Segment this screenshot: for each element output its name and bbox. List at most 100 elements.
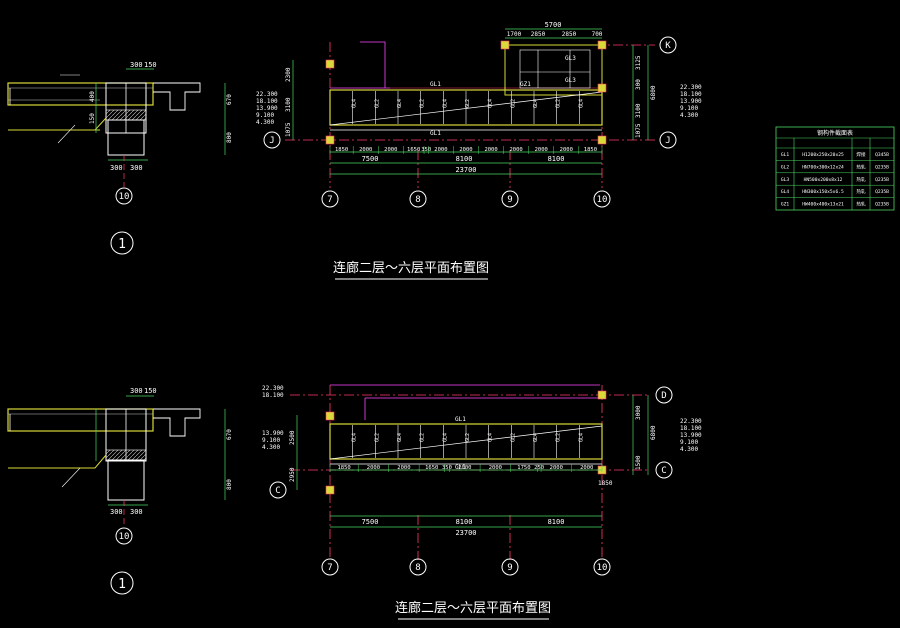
elevation: 13.900 bbox=[262, 430, 284, 437]
dim-text: 670 bbox=[226, 429, 233, 440]
right-dim: 1500 bbox=[635, 455, 642, 470]
dim-text: 300 bbox=[130, 61, 143, 69]
right-dim: 1075 bbox=[635, 123, 642, 138]
segment-dim: 2000 bbox=[560, 147, 573, 153]
plan-title: 连廊二层～六层平面布置图 bbox=[333, 260, 489, 276]
joist-label: GL4 bbox=[533, 433, 539, 442]
elevation: 18.100 bbox=[256, 98, 278, 105]
elevation-list-left: 22.300 18.100 13.900 9.100 4.300 bbox=[256, 91, 278, 126]
axis-bubble-9 bbox=[501, 190, 519, 208]
joist-label: GL2 bbox=[374, 433, 380, 442]
top-dim: 700 bbox=[592, 31, 603, 38]
elevation: 22.300 bbox=[680, 418, 702, 425]
segment-dim: 350 bbox=[421, 147, 431, 153]
segment-dim: 2000 bbox=[367, 465, 380, 471]
segment-dim: 1850 bbox=[337, 465, 350, 471]
column bbox=[597, 390, 607, 400]
detail-marker bbox=[110, 571, 134, 595]
table-cell: GL3 bbox=[781, 177, 790, 183]
dim-text: 800 bbox=[226, 479, 233, 490]
corridor-slab bbox=[329, 89, 603, 126]
stair-frame bbox=[519, 49, 591, 89]
dim-text: 300 bbox=[130, 508, 143, 516]
axis-bubble-D bbox=[655, 386, 673, 404]
stair-bay bbox=[504, 44, 603, 96]
elevation: 22.300 bbox=[680, 84, 702, 91]
beam-line bbox=[360, 41, 386, 88]
dim-text: 400 bbox=[89, 91, 96, 102]
dim-text: 150 bbox=[144, 61, 157, 69]
span-dim: 8100 bbox=[548, 518, 565, 526]
beam-label: GL3 bbox=[565, 55, 576, 62]
table-cell: H1200x250x20x25 bbox=[802, 152, 844, 158]
beam-label: GL1 bbox=[430, 81, 441, 88]
joist-label: GL4 bbox=[533, 99, 539, 108]
axis-label: 7 bbox=[327, 563, 332, 573]
joist-label: GL4 bbox=[488, 99, 494, 108]
segment-dim: 2000 bbox=[384, 147, 397, 153]
slab-outline bbox=[7, 82, 154, 106]
joist-label: GL4 bbox=[578, 433, 584, 442]
elevation: 13.900 bbox=[256, 105, 278, 112]
joist-label: GL2 bbox=[465, 433, 471, 442]
segment-dim: 2000 bbox=[434, 147, 447, 153]
segment-dim: 2000 bbox=[489, 465, 502, 471]
segment-dim: 1650 bbox=[425, 465, 438, 471]
axis-label: 10 bbox=[597, 563, 608, 573]
right-total-dim: 6800 bbox=[650, 85, 657, 100]
table-cell: 热轧 bbox=[856, 188, 866, 195]
elevation: 22.300 bbox=[256, 91, 278, 98]
axis-bubble-10 bbox=[593, 558, 611, 576]
axis-bubble-K bbox=[659, 36, 677, 54]
table-cell: HW400x400x13x21 bbox=[802, 202, 844, 208]
joist-label: GL2 bbox=[420, 433, 426, 442]
beam-label: GL1 bbox=[430, 130, 441, 137]
hatch-band bbox=[105, 449, 147, 461]
elevation: 18.100 bbox=[680, 91, 702, 98]
table-cell: Q235B bbox=[875, 164, 889, 170]
axis-bubble-9 bbox=[501, 558, 519, 576]
elevation: 4.300 bbox=[262, 444, 280, 451]
axis-bubble-8 bbox=[409, 558, 427, 576]
leader-line bbox=[57, 124, 76, 144]
extra-dim: 1850 bbox=[598, 480, 613, 487]
right-dim: 3125 bbox=[635, 55, 642, 70]
table-cell: Q235B bbox=[875, 177, 889, 183]
dim-text: 300 bbox=[130, 164, 143, 172]
axis-bubble-7 bbox=[321, 190, 339, 208]
elevation: 9.100 bbox=[256, 112, 274, 119]
axis-label: 10 bbox=[119, 532, 130, 542]
right-total-dim: 6800 bbox=[650, 425, 657, 440]
top-dim: 1700 bbox=[507, 31, 522, 38]
hatch-band bbox=[105, 109, 147, 121]
elevation: 9.100 bbox=[680, 439, 698, 446]
joist-label: GL4 bbox=[352, 433, 358, 442]
segment-dim: 2000 bbox=[550, 465, 563, 471]
column bbox=[597, 135, 607, 145]
segment-dim: 2000 bbox=[458, 465, 471, 471]
table-cell: GL4 bbox=[781, 189, 790, 195]
detail-marker bbox=[110, 231, 134, 255]
axis-bubble-J bbox=[659, 131, 677, 149]
joist-label: GL4 bbox=[442, 433, 448, 442]
corridor-slab bbox=[329, 423, 603, 460]
joist-label: GL4 bbox=[488, 433, 494, 442]
segment-dim: 2000 bbox=[484, 147, 497, 153]
wall-line bbox=[8, 454, 107, 469]
joist-label: GL4 bbox=[397, 99, 403, 108]
beam-label: GL3 bbox=[565, 77, 576, 84]
table-border bbox=[775, 126, 895, 211]
column-section bbox=[107, 459, 145, 501]
detail-marker-label: 1 bbox=[118, 237, 126, 252]
right-dim: 3000 bbox=[635, 405, 642, 420]
beam-label: GL1 bbox=[455, 464, 466, 471]
segment-dim: 2000 bbox=[535, 147, 548, 153]
elevation: 4.300 bbox=[680, 446, 698, 453]
